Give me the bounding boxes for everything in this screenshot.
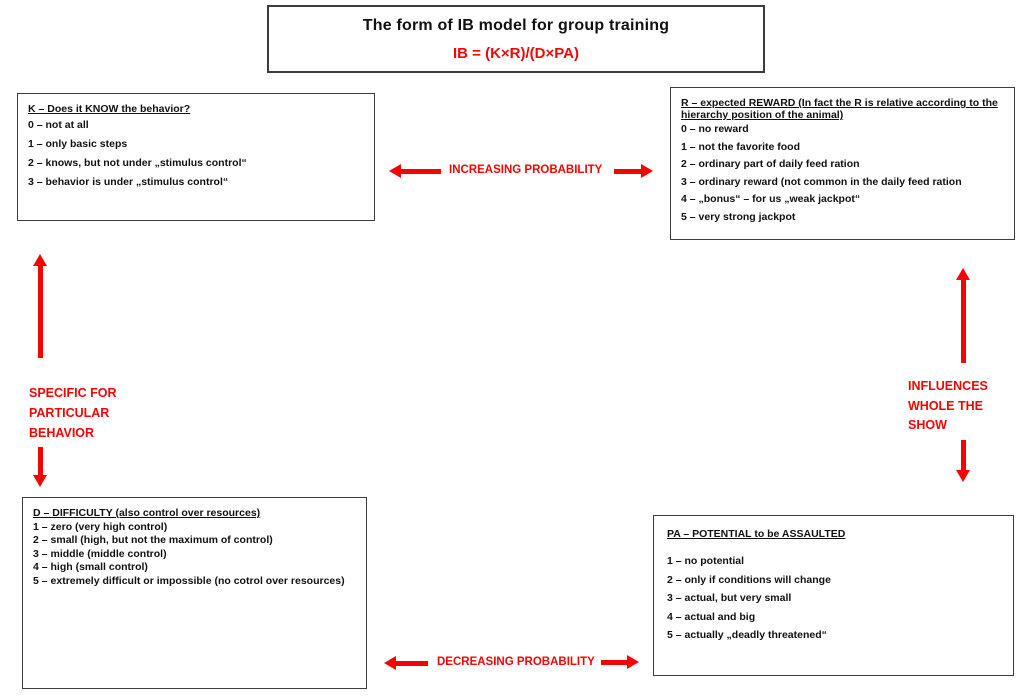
pa-box-heading: PA – POTENTIAL to be ASSAULTED bbox=[667, 528, 846, 540]
k-box-heading: K – Does it KNOW the behavior? bbox=[28, 103, 191, 115]
r-box-item: 4 – „bonus“ – for us „weak jackpot“ bbox=[681, 193, 861, 205]
decreasing-probability-label: DECREASING PROBABILITY bbox=[437, 656, 595, 668]
increasing-probability-right-arrow-icon bbox=[614, 164, 653, 178]
pa-box-item: 2 – only if conditions will change bbox=[667, 573, 831, 586]
d-box-item: 3 – middle (middle control) bbox=[33, 547, 167, 560]
arrow-head bbox=[389, 164, 401, 178]
k-box-items: 0 – not at all 1 – only basic steps 2 – kn… bbox=[28, 119, 364, 188]
arrow-shaft bbox=[614, 168, 644, 174]
d-box-heading: D – DIFFICULTY (also control over resour… bbox=[33, 507, 261, 519]
arrow-head bbox=[956, 470, 970, 482]
arrow-shaft bbox=[960, 440, 966, 473]
k-box-item: 2 – knows, but not under „stimulus contr… bbox=[28, 157, 247, 169]
influences-show-label-line3: SHOW bbox=[908, 418, 947, 432]
influences-show-label-line2: WHOLE THE bbox=[908, 398, 983, 413]
pa-box-item: 1 – no potential bbox=[667, 555, 745, 567]
specific-behavior-label-line3: BEHAVIOR bbox=[29, 426, 95, 440]
arrow-head bbox=[956, 268, 970, 280]
arrow-shaft bbox=[37, 263, 43, 358]
arrow-head bbox=[384, 656, 396, 670]
increasing-probability-label: INCREASING PROBABILITY bbox=[449, 164, 603, 176]
arrow-shaft bbox=[398, 168, 441, 174]
d-box-item: 2 – small (high, but not the maximum of … bbox=[33, 534, 273, 546]
influences-show-label-line1: INFLUENCES bbox=[908, 379, 988, 393]
decreasing-probability-right-arrow-icon bbox=[601, 655, 639, 669]
diagram-title: The form of IB model for group training bbox=[362, 17, 670, 34]
arrow-shaft bbox=[393, 660, 428, 666]
increasing-probability-left-arrow-icon bbox=[389, 164, 441, 178]
d-box-items: 1 – zero (very high control)2 – small (h… bbox=[33, 521, 356, 587]
specific-behavior-up-arrow-icon bbox=[33, 254, 47, 358]
arrow-shaft bbox=[37, 447, 43, 478]
pa-box-item: 4 – actual and big bbox=[667, 610, 756, 623]
influences-show-down-arrow-icon bbox=[956, 440, 970, 482]
specific-behavior-label-line2: PARTICULAR bbox=[29, 406, 110, 420]
title-box: The form of IB model for group training … bbox=[267, 5, 765, 73]
pa-box-item: 5 – actually „deadly threatened“ bbox=[667, 629, 827, 641]
k-box-item: 0 – not at all bbox=[28, 119, 89, 131]
d-box-item: 4 – high (small control) bbox=[33, 561, 148, 573]
r-box-item: 1 – not the favorite food bbox=[681, 140, 801, 153]
k-box-item: 3 – behavior is under „stimulus control“ bbox=[28, 176, 229, 188]
influences-show-up-arrow-icon bbox=[956, 268, 970, 363]
arrow-head bbox=[33, 254, 47, 266]
r-box-item: 2 – ordinary part of daily feed ration bbox=[681, 158, 860, 170]
r-reward-box: R – expected REWARD (In fact the R is re… bbox=[670, 87, 1015, 240]
d-difficulty-box: D – DIFFICULTY (also control over resour… bbox=[22, 497, 367, 689]
arrow-head bbox=[33, 475, 47, 487]
specific-behavior-label: SPECIFIC FOR PARTICULAR BEHAVIOR bbox=[29, 383, 117, 443]
k-box-item: 1 – only basic steps bbox=[28, 138, 128, 150]
r-box-item: 3 – ordinary reward (not common in the d… bbox=[681, 175, 962, 188]
arrow-shaft bbox=[601, 659, 630, 665]
d-box-item: 1 – zero (very high control) bbox=[33, 520, 168, 533]
decreasing-probability-left-arrow-icon bbox=[384, 656, 428, 670]
arrow-head bbox=[627, 655, 639, 669]
r-box-item: 0 – no reward bbox=[681, 123, 749, 135]
arrow-head bbox=[641, 164, 653, 178]
pa-box-item: 3 – actual, but very small bbox=[667, 592, 792, 604]
ib-formula: IB = (K×R)/(D×PA) bbox=[453, 45, 579, 62]
r-box-item: 5 – very strong jackpot bbox=[681, 210, 796, 223]
r-box-heading: R – expected REWARD (In fact the R is re… bbox=[681, 97, 998, 121]
pa-assault-potential-box: PA – POTENTIAL to be ASSAULTED 1 – no po… bbox=[653, 515, 1014, 676]
specific-behavior-label-line1: SPECIFIC FOR bbox=[29, 386, 117, 400]
influences-show-label: INFLUENCES WHOLE THE SHOW bbox=[908, 377, 988, 436]
k-knowledge-box: K – Does it KNOW the behavior? 0 – not a… bbox=[17, 93, 375, 221]
arrow-shaft bbox=[960, 277, 966, 363]
specific-behavior-down-arrow-icon bbox=[33, 447, 47, 487]
d-box-item: 5 – extremely difficult or impossible (n… bbox=[33, 574, 345, 587]
pa-box-items: 1 – no potential 2 – only if conditions w… bbox=[667, 555, 1000, 641]
r-box-items: 0 – no reward 1 – not the favorite food 2 … bbox=[681, 123, 1004, 223]
